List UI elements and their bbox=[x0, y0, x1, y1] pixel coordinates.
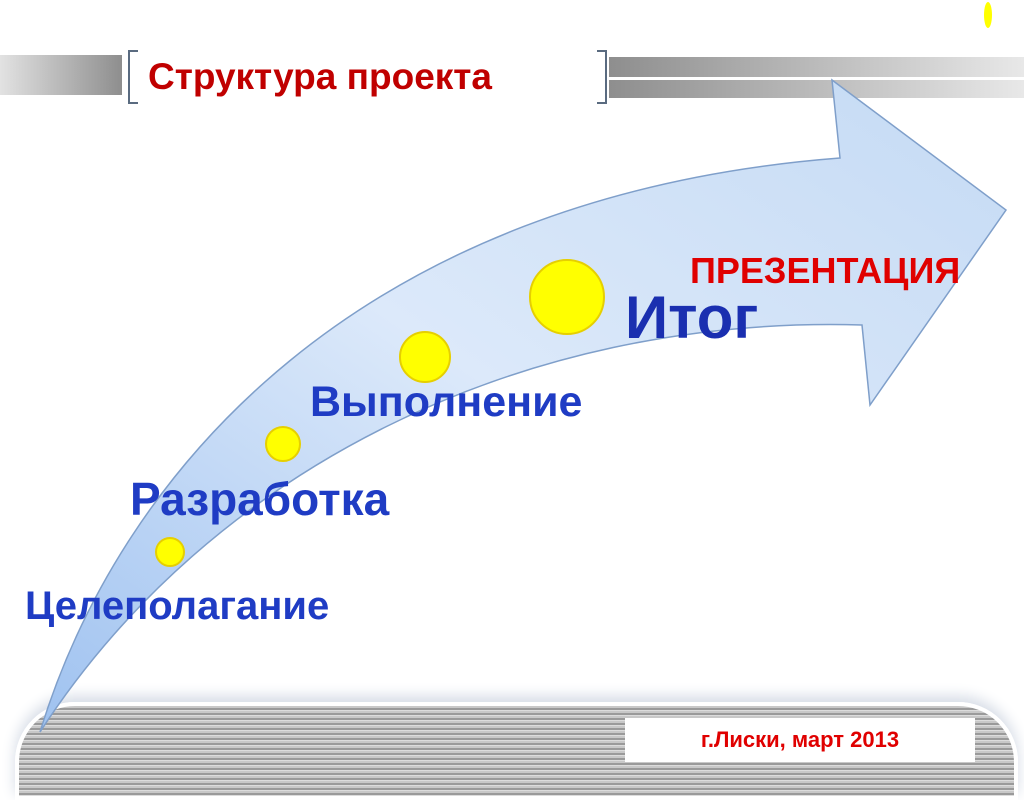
header-bar-right-top bbox=[609, 57, 1024, 77]
title-bracket-left bbox=[128, 50, 138, 104]
stage-dot-2 bbox=[265, 426, 301, 462]
footer-date-box: г.Лиски, март 2013 bbox=[625, 718, 975, 762]
result-presentation-label: ПРЕЗЕНТАЦИЯ bbox=[690, 250, 961, 291]
decor-yellow-ellipse bbox=[984, 2, 992, 28]
stage-dot-3 bbox=[399, 331, 451, 383]
stage-label-execution: Выполнение bbox=[310, 378, 583, 426]
header-bar-left bbox=[0, 55, 122, 95]
footer-place-date: г.Лиски, март 2013 bbox=[700, 727, 900, 752]
title-bracket-right bbox=[597, 50, 607, 104]
stage-label-goal-setting: Целеполагание bbox=[25, 584, 330, 628]
stage-label-result: Итог bbox=[625, 284, 759, 351]
page-title: Структура проекта bbox=[148, 56, 492, 97]
header-bar-right-bottom bbox=[609, 80, 1024, 98]
stage-label-development: Разработка bbox=[130, 473, 390, 525]
curved-arrow bbox=[39, 78, 1008, 733]
stage-dot-4 bbox=[529, 259, 605, 335]
stage-dot-1 bbox=[155, 537, 185, 567]
growth-arrow-diagram bbox=[39, 2, 1008, 733]
